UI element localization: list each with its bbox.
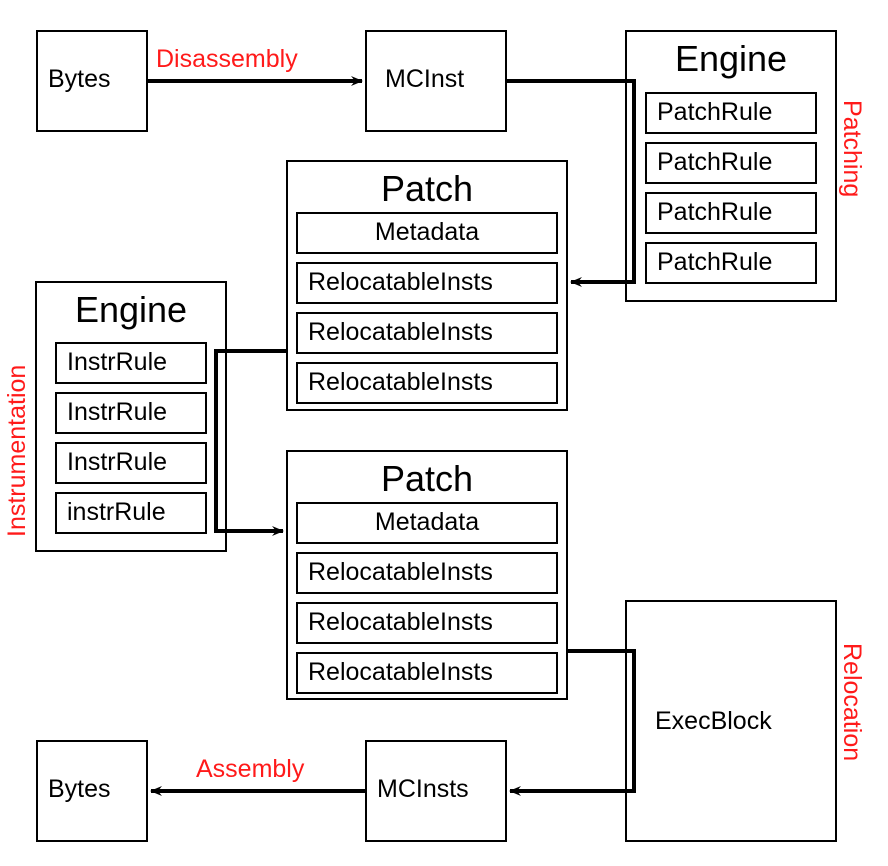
patch-2-metadata: Metadata [296, 502, 558, 544]
relocatable-insts: RelocatableInsts [296, 312, 558, 354]
instr-rule: InstrRule [55, 392, 207, 434]
patch-2-title: Patch [380, 458, 474, 499]
patch-1-metadata: Metadata [296, 212, 558, 254]
instr-rule: InstrRule [55, 442, 207, 484]
relocatable-insts: RelocatableInsts [296, 652, 558, 694]
patch-rule: PatchRule [645, 192, 817, 234]
instrumentation-engine: Engine InstrRule InstrRule InstrRule ins… [35, 281, 227, 552]
relocation-stage-label: Relocation [838, 643, 866, 762]
mcinsts-label: MCInsts [377, 775, 469, 803]
patch-rule: PatchRule [645, 92, 817, 134]
instr-rule: InstrRule [55, 342, 207, 384]
bytes-output-node: Bytes [36, 740, 148, 842]
relocatable-insts: RelocatableInsts [296, 552, 558, 594]
patch-1: Patch Metadata RelocatableInsts Relocata… [286, 160, 568, 411]
patching-engine: Engine PatchRule PatchRule PatchRule Pat… [625, 30, 837, 302]
patching-stage-label: Patching [838, 100, 866, 198]
patch-1-title: Patch [380, 168, 474, 209]
bytes-input-label: Bytes [48, 65, 111, 93]
bytes-output-label: Bytes [48, 775, 111, 803]
mcinst-node: MCInst [365, 30, 507, 132]
mcinst-label: MCInst [385, 65, 465, 93]
patching-engine-title: Engine [674, 38, 788, 79]
instr-rule: instrRule [55, 492, 207, 534]
instrumentation-stage-label: Instrumentation [3, 364, 31, 537]
patch-rule: PatchRule [645, 242, 817, 284]
mcinsts-node: MCInsts [365, 740, 507, 842]
exec-block: ExecBlock [625, 600, 837, 842]
patch-rule: PatchRule [645, 142, 817, 184]
exec-block-label: ExecBlock [655, 707, 772, 735]
bytes-input-node: Bytes [36, 30, 148, 132]
assembly-label: Assembly [196, 755, 305, 783]
relocatable-insts: RelocatableInsts [296, 602, 558, 644]
patch-2: Patch Metadata RelocatableInsts Relocata… [286, 450, 568, 700]
instrumentation-engine-title: Engine [74, 289, 188, 330]
relocatable-insts: RelocatableInsts [296, 362, 558, 404]
disassembly-label: Disassembly [156, 45, 298, 73]
relocatable-insts: RelocatableInsts [296, 262, 558, 304]
